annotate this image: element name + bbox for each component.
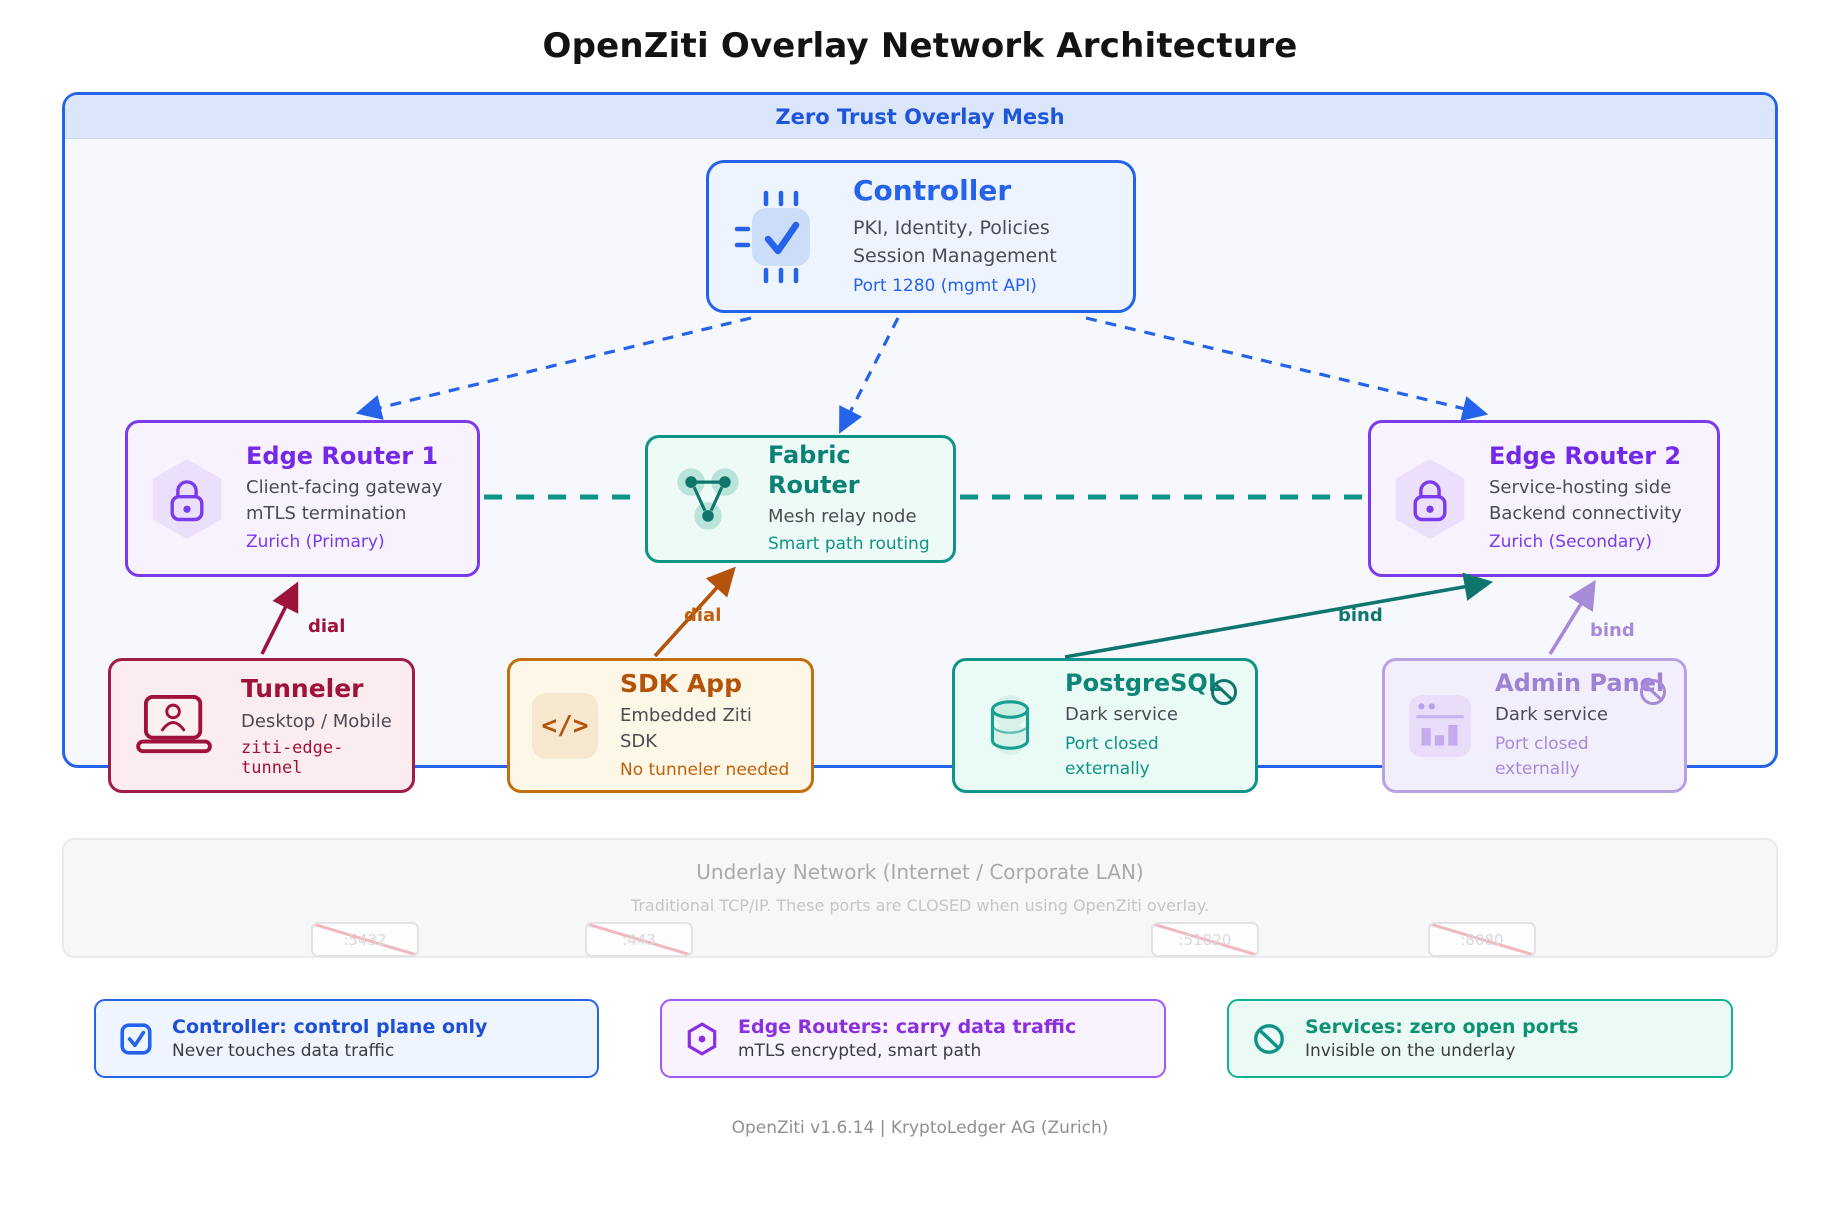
tunneler-node: Tunneler Desktop / Mobile ziti-edge-tunn… xyxy=(108,658,415,793)
page-title: OpenZiti Overlay Network Architecture xyxy=(542,26,1298,66)
controller-title: Controller xyxy=(853,174,1012,208)
chip-check-icon xyxy=(731,187,831,287)
postgresql-line-1: Dark service xyxy=(1065,704,1178,726)
legend-edge-routers-subtitle: mTLS encrypted, smart path xyxy=(738,1041,982,1061)
closed-port-badge: :443 xyxy=(585,922,693,957)
hexagon-icon xyxy=(684,1021,720,1057)
postgresql-accent: Port closed externally xyxy=(1065,733,1159,780)
fabric-router-accent: Smart path routing xyxy=(768,534,930,555)
mesh-nodes-icon xyxy=(670,465,746,533)
checkbox-icon xyxy=(118,1021,154,1057)
database-icon xyxy=(977,693,1043,759)
closed-port-badge: :5432 xyxy=(311,922,419,957)
edge-router-2-line-1: Service-hosting side xyxy=(1489,477,1672,499)
admin-panel-line-1: Dark service xyxy=(1495,704,1608,726)
postgresql-node: PostgreSQL Dark service Port closed exte… xyxy=(952,658,1258,793)
underlay-title: Underlay Network (Internet / Corporate L… xyxy=(696,860,1144,884)
controller-line-2: Session Management xyxy=(853,244,1057,267)
admin-bind-label: bind xyxy=(1590,620,1635,641)
legend-services-title: Services: zero open ports xyxy=(1305,1016,1579,1038)
controller-node: Controller PKI, Identity, Policies Sessi… xyxy=(706,160,1136,313)
fabric-router-line-1: Mesh relay node xyxy=(768,506,917,528)
no-entry-icon xyxy=(1251,1021,1287,1057)
tunneler-dial-label: dial xyxy=(308,616,346,637)
no-entry-icon xyxy=(1209,677,1239,711)
edge-router-1-node: Edge Router 1 Client-facing gateway mTLS… xyxy=(125,420,480,577)
browser-chart-icon xyxy=(1407,693,1473,759)
lock-hexagon-icon xyxy=(150,458,224,540)
edge-router-2-line-2: Backend connectivity xyxy=(1489,503,1682,525)
underlay-subtitle: Traditional TCP/IP. These ports are CLOS… xyxy=(630,896,1210,915)
legend-controller-subtitle: Never touches data traffic xyxy=(172,1041,395,1061)
legend-edge-routers: Edge Routers: carry data traffic mTLS en… xyxy=(660,999,1166,1078)
sdk-app-node: </> SDK App Embedded Ziti SDK No tunnele… xyxy=(507,658,814,793)
overlay-mesh-label: Zero Trust Overlay Mesh xyxy=(775,104,1065,129)
code-icon: </> xyxy=(532,692,598,759)
closed-port-badge: :8080 xyxy=(1428,922,1536,957)
edge-router-1-title: Edge Router 1 xyxy=(246,442,439,471)
legend-services: Services: zero open ports Invisible on t… xyxy=(1227,999,1733,1078)
legend-edge-routers-title: Edge Routers: carry data traffic xyxy=(738,1016,1077,1038)
legend-controller-title: Controller: control plane only xyxy=(172,1016,488,1038)
no-entry-icon xyxy=(1638,677,1668,711)
admin-panel-node: Admin Panel Dark service Port closed ext… xyxy=(1382,658,1687,793)
sdk-app-accent: No tunneler needed xyxy=(620,759,790,780)
lock-hexagon-icon xyxy=(1393,458,1467,540)
fabric-router-title: Fabric Router xyxy=(768,441,860,500)
tunneler-line-1: Desktop / Mobile xyxy=(241,710,392,732)
laptop-user-icon xyxy=(133,693,219,759)
edge-router-2-node: Edge Router 2 Service-hosting side Backe… xyxy=(1368,420,1720,577)
tunneler-title: Tunneler xyxy=(241,674,364,704)
edge-router-2-title: Edge Router 2 xyxy=(1489,442,1682,471)
sdk-app-title: SDK App xyxy=(620,668,742,698)
underlay-network-section: Underlay Network (Internet / Corporate L… xyxy=(62,838,1778,958)
sdk-dial-label: dial xyxy=(684,605,722,626)
postgresql-title: PostgreSQL xyxy=(1065,669,1224,698)
controller-line-1: PKI, Identity, Policies xyxy=(853,217,1050,240)
controller-port: Port 1280 (mgmt API) xyxy=(853,276,1037,297)
closed-port-badge: :51820 xyxy=(1151,922,1259,957)
edge-router-1-line-2: mTLS termination xyxy=(246,503,407,525)
admin-panel-title: Admin Panel xyxy=(1495,669,1665,698)
edge-router-1-line-1: Client-facing gateway xyxy=(246,477,443,499)
footer-version-text: OpenZiti v1.6.14 | KryptoLedger AG (Zuri… xyxy=(731,1118,1109,1138)
legend-controller: Controller: control plane only Never tou… xyxy=(94,999,599,1078)
overlay-mesh-header: Zero Trust Overlay Mesh xyxy=(65,95,1775,139)
edge-router-2-location: Zurich (Secondary) xyxy=(1489,532,1652,553)
sdk-app-line-1: Embedded Ziti SDK xyxy=(620,704,752,752)
fabric-router-node: Fabric Router Mesh relay node Smart path… xyxy=(645,435,956,563)
tunneler-binary-name: ziti-edge-tunnel xyxy=(241,737,344,778)
admin-panel-accent: Port closed externally xyxy=(1495,733,1589,780)
postgres-bind-label: bind xyxy=(1338,605,1383,626)
legend-services-subtitle: Invisible on the underlay xyxy=(1305,1041,1516,1061)
edge-router-1-location: Zurich (Primary) xyxy=(246,532,385,553)
